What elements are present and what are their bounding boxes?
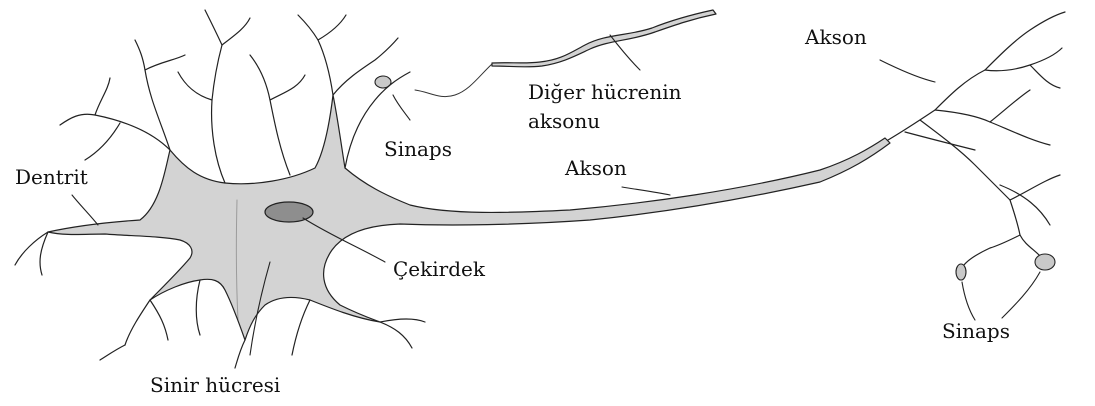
- label-diger-line2: aksonu: [528, 109, 600, 133]
- synapse-bulb-large: [1035, 254, 1055, 270]
- axon-terminals: [888, 12, 1065, 268]
- label-sinaps-right: Sinaps: [942, 319, 1010, 343]
- nucleus: [265, 202, 313, 222]
- label-dentrit: Dentrit: [15, 165, 88, 189]
- cell-body: [48, 95, 890, 340]
- synapse-right-group: [956, 254, 1055, 280]
- synapse-bulb-small: [956, 264, 966, 280]
- label-sinir-hucresi: Sinir hücresi: [150, 373, 280, 397]
- label-cekirdek: Çekirdek: [393, 257, 486, 281]
- label-akson-mid: Akson: [564, 156, 627, 180]
- label-diger-line1: Diğer hücrenin: [528, 80, 682, 104]
- label-akson-top: Akson: [804, 25, 867, 49]
- label-sinaps-left: Sinaps: [384, 137, 452, 161]
